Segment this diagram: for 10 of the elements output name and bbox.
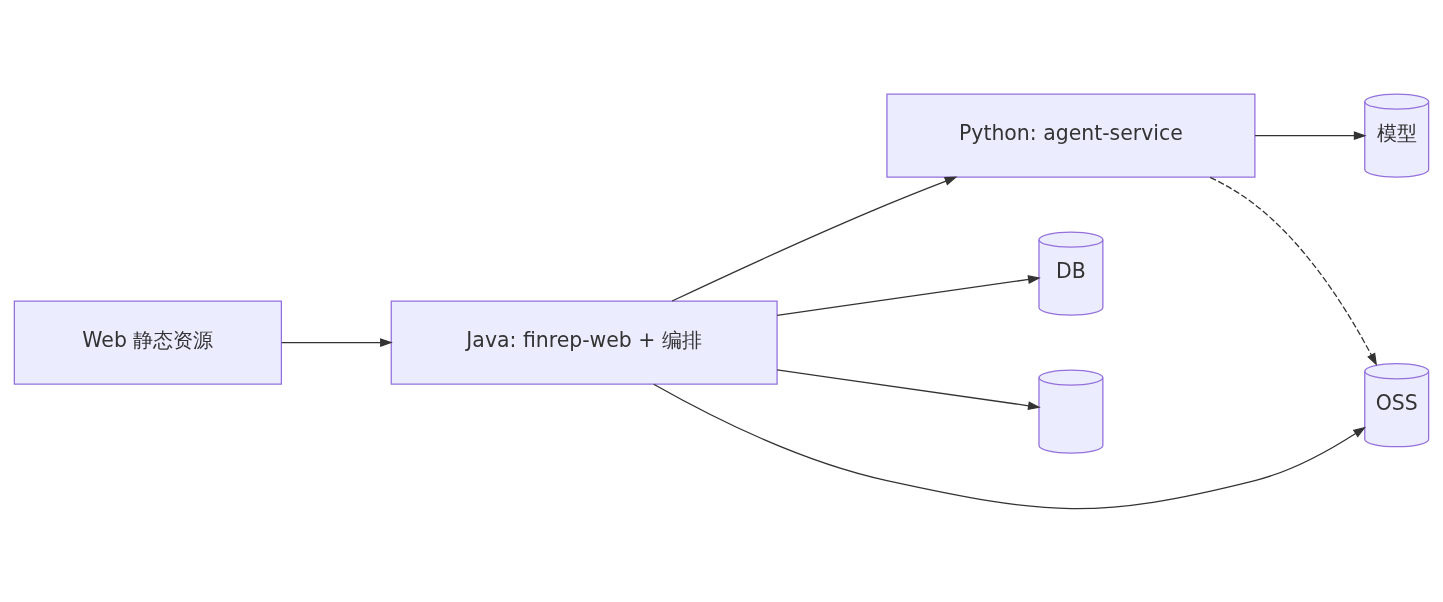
node-box: Python: agent-service bbox=[886, 92, 1256, 178]
node-box: Java: finrep-web + 编排 bbox=[390, 299, 778, 385]
arrow bbox=[1254, 130, 1367, 140]
arrow bbox=[281, 337, 393, 347]
arrow bbox=[776, 274, 1041, 316]
arrow bbox=[776, 368, 1041, 410]
arrow bbox=[653, 383, 1366, 509]
arrow bbox=[1209, 176, 1378, 366]
arrow bbox=[671, 176, 958, 302]
node-box: Web 静态资源 bbox=[13, 299, 282, 385]
